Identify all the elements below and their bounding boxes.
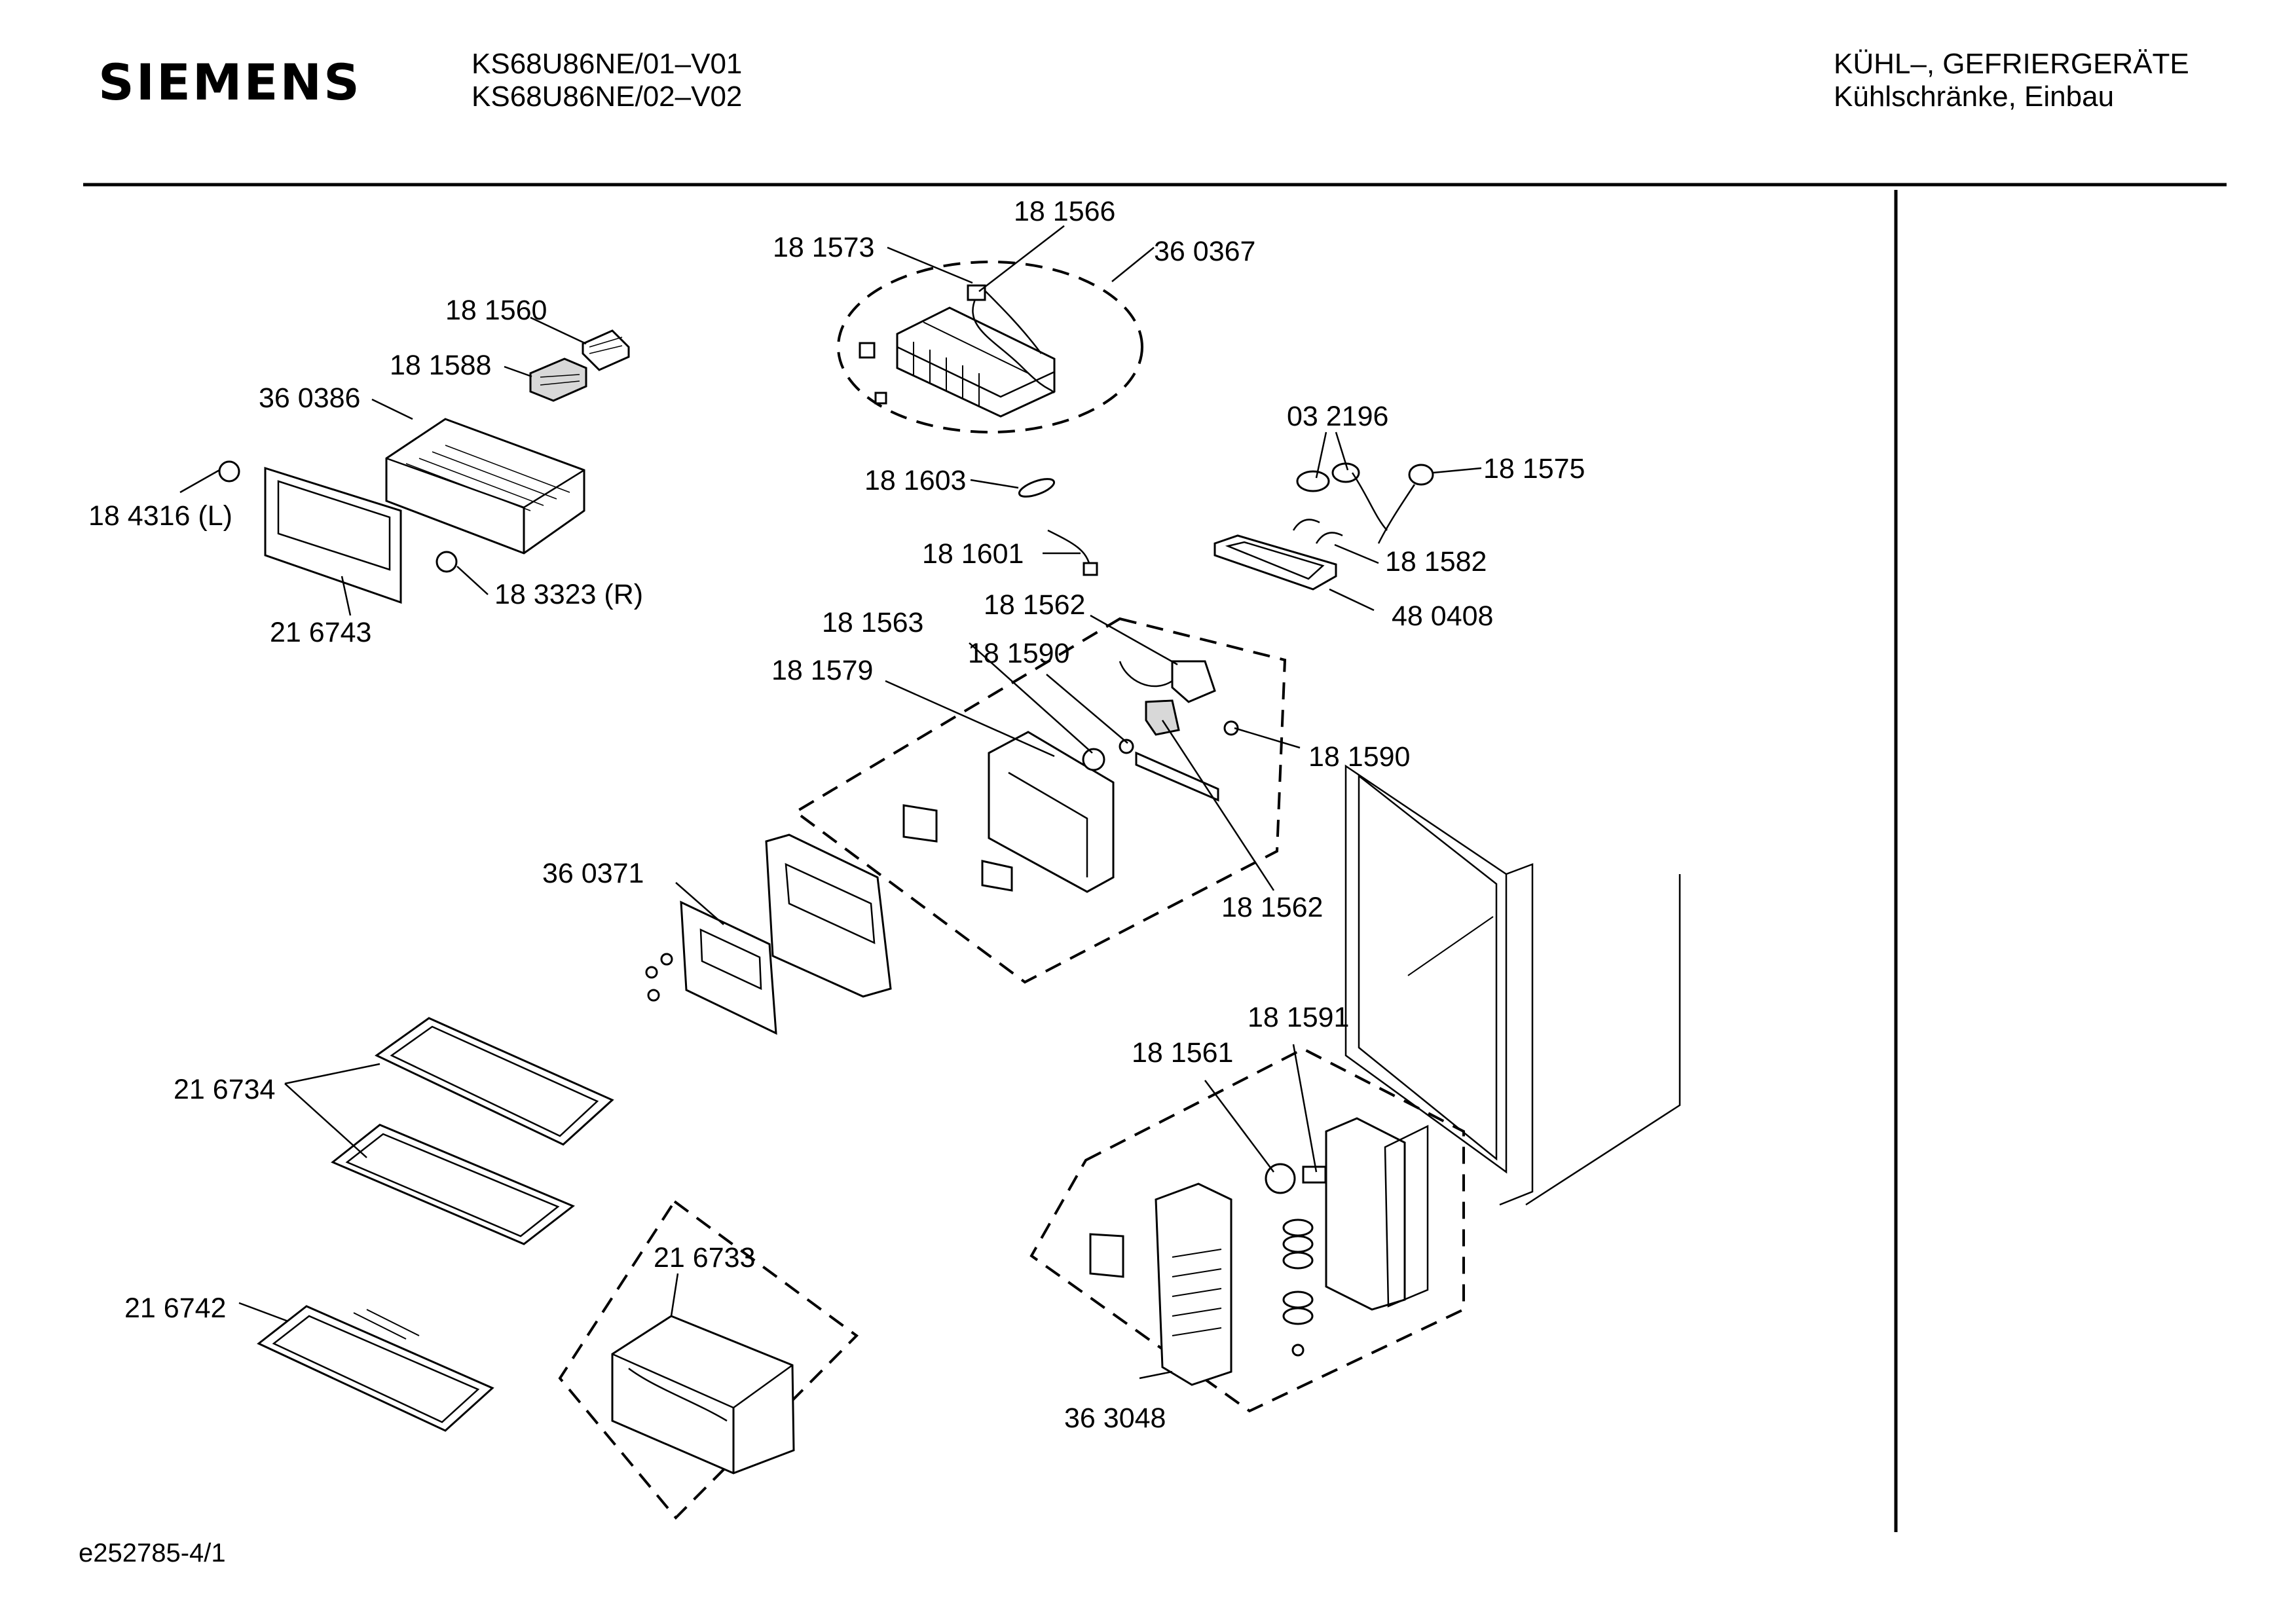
glass-shelf-middle (331, 1124, 575, 1245)
filter-cover (582, 329, 630, 371)
vegetable-bin-outline (558, 1200, 859, 1520)
part-label: 21 6742 (124, 1292, 226, 1324)
sensor-plug (1083, 562, 1098, 576)
part-label: 18 1566 (1014, 196, 1115, 227)
part-label: 36 0386 (259, 382, 360, 414)
evaporator-group-outline (837, 261, 1143, 433)
part-label: 36 0367 (1154, 236, 1255, 267)
air-duct-housing (1089, 1182, 1232, 1386)
part-labels: 18 1566 18 1573 36 0367 18 1560 18 1588 … (88, 196, 1585, 1434)
fan-motor-assembly (1265, 1117, 1429, 1357)
glass-shelf-bottom (257, 1305, 494, 1432)
part-label: 18 1579 (771, 655, 873, 686)
hinge-right-part (435, 551, 458, 573)
model-number-2: KS68U86NE/02–V02 (472, 81, 742, 113)
glass-shelf-top (375, 1017, 614, 1146)
control-panel-cover (645, 900, 777, 1035)
fan-spring (1282, 1218, 1314, 1357)
control-panel-front (765, 833, 892, 998)
fan-group-outline (1029, 1047, 1465, 1413)
part-label: 18 1582 (1385, 546, 1487, 577)
category-title: KÜHL–, GEFRIERGERÄTE (1834, 48, 2189, 80)
lamp-bulbs (1292, 462, 1434, 544)
filter-cartridge-small (529, 357, 587, 402)
document-id: e252785-4/1 (79, 1539, 226, 1567)
part-label: 18 1590 (1308, 741, 1410, 773)
category-subtitle: Kühlschränke, Einbau (1834, 81, 2114, 113)
part-label: 21 6743 (270, 617, 371, 648)
leader-lines (179, 225, 1482, 1380)
part-label: 18 4316 (L) (88, 500, 232, 532)
part-label: 18 1601 (922, 538, 1024, 570)
model-number-1: KS68U86NE/01–V01 (472, 48, 742, 80)
part-label: 36 3048 (1064, 1402, 1166, 1434)
part-label: 18 1588 (390, 350, 491, 381)
part-label: 21 6734 (174, 1074, 275, 1105)
part-label: 18 1590 (968, 638, 1069, 669)
part-label: 18 1573 (773, 232, 874, 263)
vegetable-bin (611, 1315, 795, 1475)
brand-logo: SIEMENS (98, 53, 361, 111)
evaporator-assembly (859, 284, 1056, 418)
part-label: 18 3323 (R) (494, 579, 643, 610)
part-label: 36 0371 (542, 858, 644, 889)
control-group-outline (793, 617, 1287, 984)
control-module (902, 660, 1239, 893)
door-frame (1344, 764, 1681, 1206)
lamp-cover (1213, 534, 1337, 591)
part-label: 48 0408 (1392, 600, 1493, 632)
part-label: 18 1563 (822, 607, 923, 638)
switch-part (1018, 478, 1056, 498)
part-label: 18 1603 (864, 465, 966, 496)
part-label: 18 1560 (445, 295, 547, 326)
part-label: 18 1562 (1221, 892, 1323, 923)
part-label: 18 1575 (1483, 453, 1585, 485)
part-label: 18 1591 (1248, 1002, 1349, 1033)
butter-compartment (385, 418, 585, 555)
part-label: 18 1561 (1132, 1037, 1233, 1069)
butter-door-flap (264, 466, 402, 604)
part-label: 21 6733 (654, 1242, 755, 1273)
part-label: 03 2196 (1287, 401, 1388, 432)
part-label: 18 1562 (984, 589, 1085, 621)
hinge-left-part (218, 460, 240, 483)
